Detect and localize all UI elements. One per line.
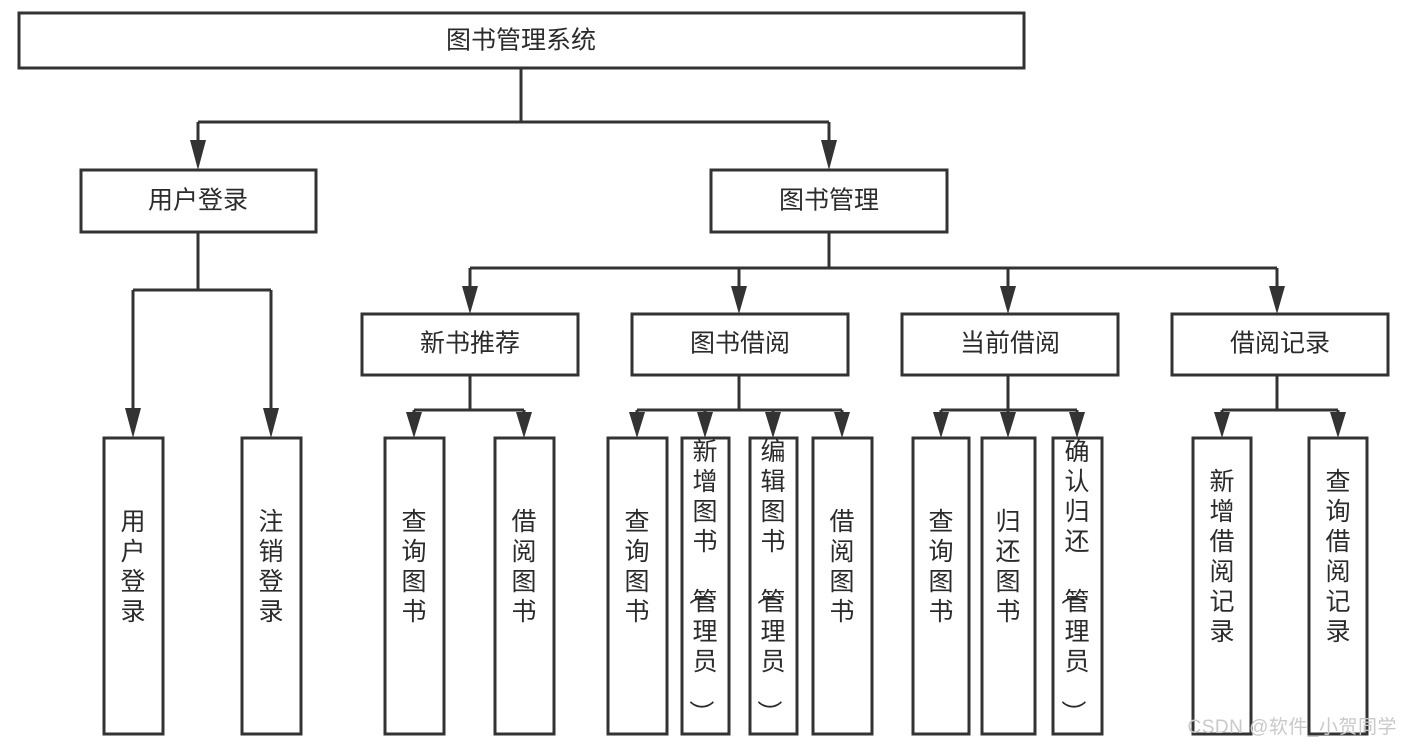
node-borrow-record-box[interactable]: [1170, 312, 1390, 377]
node-current-borrow[interactable]: 当前借阅: [900, 312, 1120, 377]
leaf-query-book-1-label: 查询图书: [401, 508, 426, 626]
leaf-user-login-label: 用户登录: [120, 508, 145, 626]
leaf-query-book-2-label: 查询图书: [624, 508, 649, 626]
leaf-query-book-3[interactable]: 查询图书: [911, 436, 971, 736]
leaf-return-book-box[interactable]: [980, 436, 1037, 736]
node-book-borrow-box[interactable]: [630, 312, 850, 377]
leaf-borrow-book-1-label: 借阅图书: [511, 508, 536, 626]
arrow-leaf-borrow-book-1-icon: [516, 412, 532, 438]
leaf-user-login[interactable]: 用户登录: [102, 436, 165, 736]
node-new-book-recommend-label: 新书推荐: [420, 330, 520, 358]
leaf-query-book-3-label: 查询图书: [928, 508, 953, 626]
arrow-to-user-login-icon: [190, 140, 206, 170]
leaf-query-book-1[interactable]: 查询图书: [383, 436, 446, 736]
leaf-borrow-book-2-label: 借阅图书: [829, 508, 854, 626]
leaf-user-login-box[interactable]: [102, 436, 165, 736]
leaf-query-book-1-box[interactable]: [383, 436, 446, 736]
node-root-box[interactable]: [17, 11, 1026, 70]
node-root[interactable]: 图书管理系统: [17, 11, 1026, 70]
arrow-leaf-query-record-icon: [1330, 412, 1346, 438]
leaf-return-book[interactable]: 归还图书: [980, 436, 1037, 736]
leaf-user-logout-box[interactable]: [240, 436, 303, 736]
node-book-manage-label: 图书管理: [779, 187, 879, 215]
leaf-add-book[interactable]: 新增图书（管理员）: [680, 436, 731, 736]
arrow-leaf-add-record-icon: [1214, 412, 1230, 438]
leaf-edit-book-label: 编辑图书（管理员）: [754, 438, 785, 725]
node-book-manage[interactable]: 图书管理: [709, 168, 949, 234]
leaf-query-book-2-box[interactable]: [606, 436, 669, 736]
leaf-add-book-box[interactable]: [680, 436, 731, 736]
node-new-book-recommend-box[interactable]: [360, 312, 580, 377]
node-new-book-recommend[interactable]: 新书推荐: [360, 312, 580, 377]
node-user-login[interactable]: 用户登录: [79, 168, 318, 234]
leaf-add-record-box[interactable]: [1191, 436, 1253, 736]
node-book-manage-box[interactable]: [709, 168, 949, 234]
edges-layer: [125, 68, 1346, 438]
arrow-leaf-confirm-return-icon: [1069, 412, 1085, 438]
leaf-return-book-label: 归还图书: [995, 508, 1020, 626]
leaf-confirm-return-label: 确认归还（管理员）: [1058, 438, 1089, 725]
leaf-add-record-label: 新增借阅记录: [1209, 468, 1234, 646]
leaf-borrow-book-1-box[interactable]: [493, 436, 556, 736]
node-borrow-record[interactable]: 借阅记录: [1170, 312, 1390, 377]
leaf-query-book-3-box[interactable]: [911, 436, 971, 736]
leaf-borrow-book-2[interactable]: 借阅图书: [811, 436, 874, 736]
node-current-borrow-label: 当前借阅: [960, 330, 1060, 358]
leaf-query-record-box[interactable]: [1307, 436, 1369, 736]
arrow-to-book-borrow-icon: [731, 286, 747, 314]
leaf-query-book-2[interactable]: 查询图书: [606, 436, 669, 736]
arrow-to-current-borrow-icon: [1000, 286, 1016, 314]
arrow-leaf-borrow-book-2-icon: [834, 412, 850, 438]
arrow-leaf-return-book-icon: [1000, 412, 1016, 438]
arrow-leaf-add-book-icon: [697, 412, 713, 438]
leaf-edit-book[interactable]: 编辑图书（管理员）: [748, 436, 799, 736]
arrow-leaf-edit-book-icon: [765, 412, 781, 438]
node-current-borrow-box[interactable]: [900, 312, 1120, 377]
leaf-add-book-label: 新增图书（管理员）: [686, 438, 717, 725]
leaf-confirm-return[interactable]: 确认归还（管理员）: [1051, 436, 1104, 736]
arrow-leaf-query-book-3-icon: [933, 412, 949, 438]
node-user-login-box[interactable]: [79, 168, 318, 234]
arrow-leaf-query-book-1-icon: [406, 412, 422, 438]
node-book-borrow-label: 图书借阅: [690, 330, 790, 358]
arrow-to-book-manage-icon: [821, 140, 837, 170]
leaf-user-logout-label: 注销登录: [258, 508, 283, 626]
arrow-leaf-query-book-2-icon: [629, 412, 645, 438]
leaf-edit-book-box[interactable]: [748, 436, 799, 736]
leaf-add-record[interactable]: 新增借阅记录: [1191, 436, 1253, 736]
leaf-borrow-book-1[interactable]: 借阅图书: [493, 436, 556, 736]
arrow-to-new-book-recommend-icon: [462, 286, 478, 314]
node-user-login-label: 用户登录: [148, 187, 248, 215]
arrow-leaf-user-logout-icon: [263, 408, 279, 438]
leaf-borrow-book-2-box[interactable]: [811, 436, 874, 736]
node-borrow-record-label: 借阅记录: [1230, 330, 1330, 358]
arrow-to-borrow-record-icon: [1269, 286, 1285, 314]
node-book-borrow[interactable]: 图书借阅: [630, 312, 850, 377]
leaf-user-logout[interactable]: 注销登录: [240, 436, 303, 736]
leaf-query-record-label: 查询借阅记录: [1325, 468, 1350, 646]
node-root-label: 图书管理系统: [446, 27, 596, 55]
arrow-leaf-user-login-icon: [125, 408, 141, 438]
leaf-confirm-return-box[interactable]: [1051, 436, 1104, 736]
leaf-query-record[interactable]: 查询借阅记录: [1307, 436, 1369, 736]
